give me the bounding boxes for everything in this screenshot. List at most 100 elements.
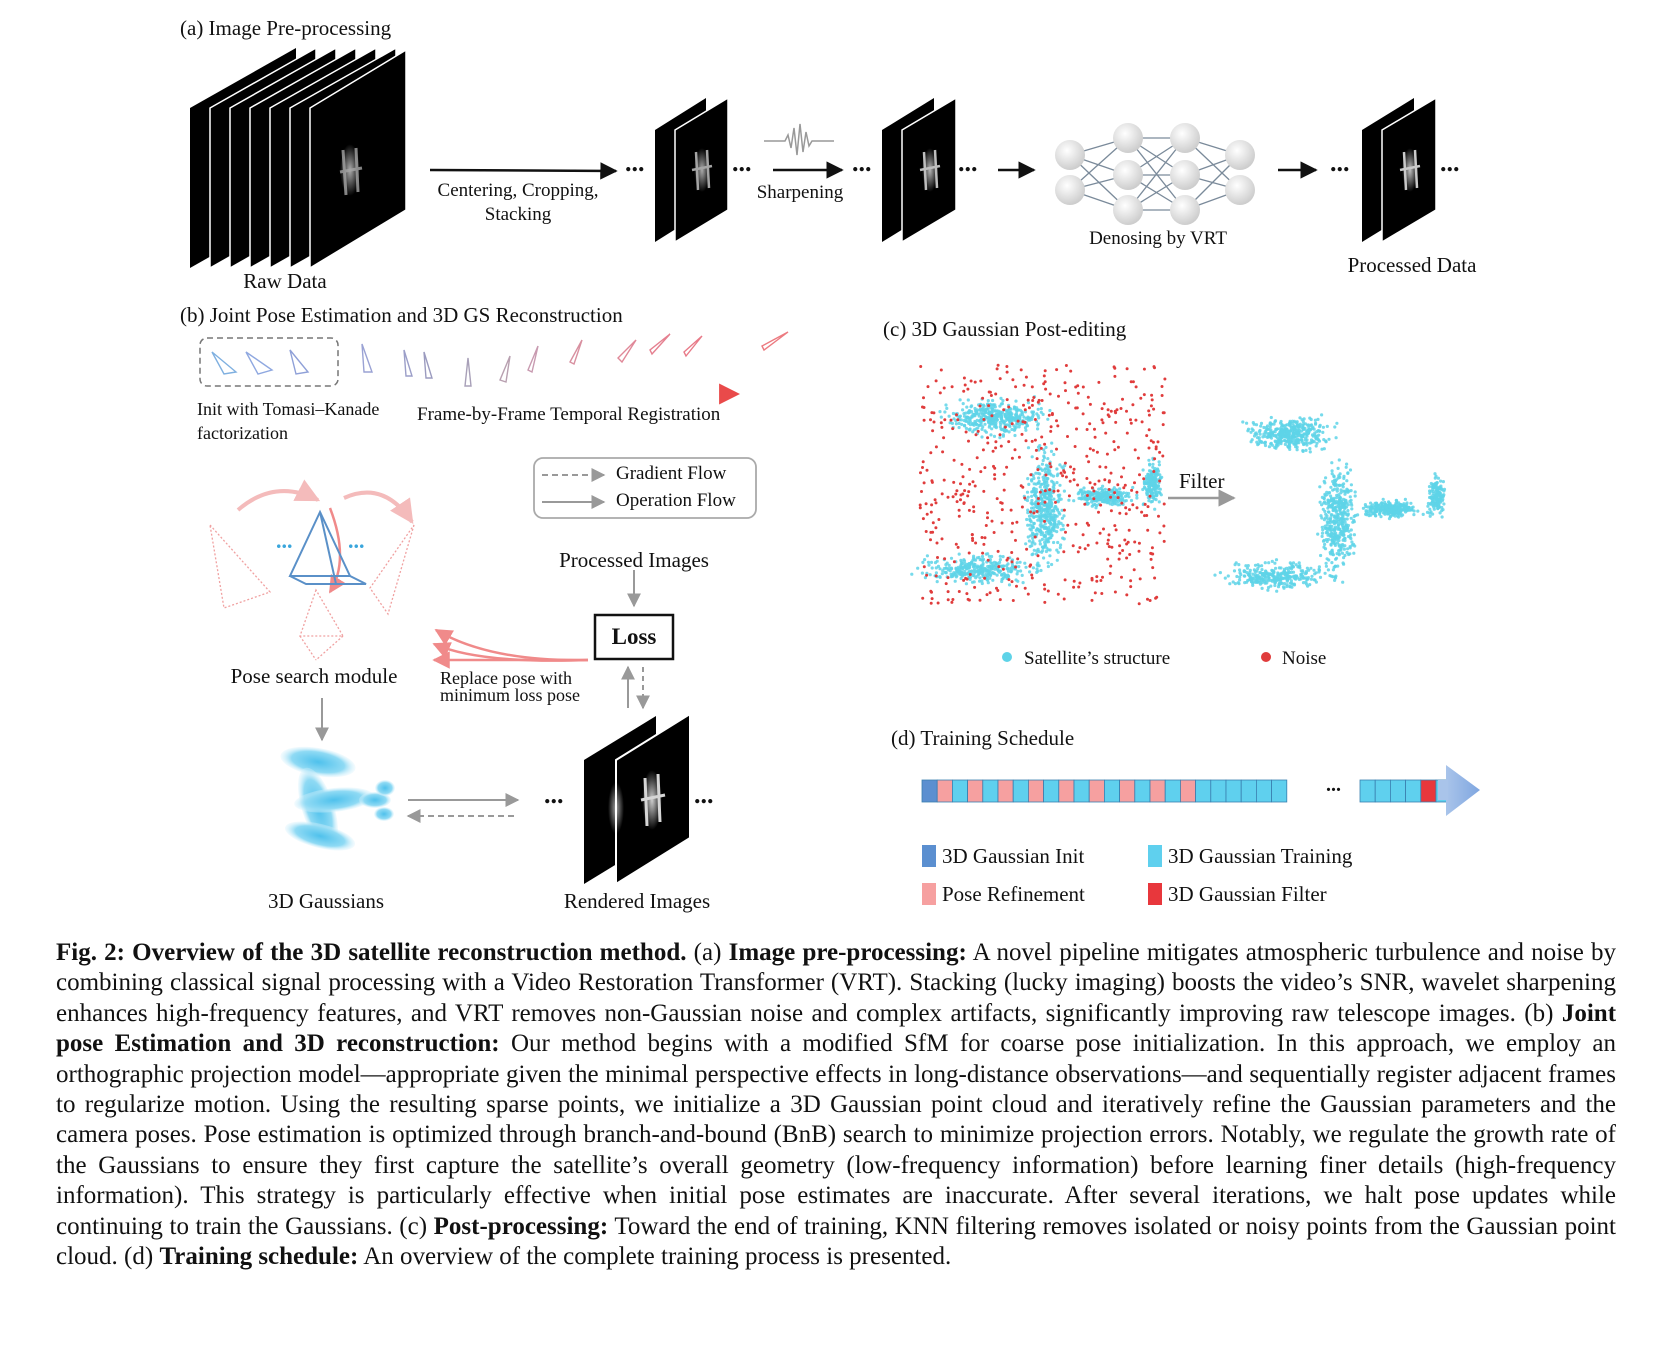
noise-point — [1113, 491, 1117, 495]
noise-point — [1024, 375, 1028, 379]
structure-point — [1387, 500, 1391, 504]
structure-point — [1282, 435, 1286, 439]
structure-point — [1263, 441, 1267, 445]
structure-point — [1361, 506, 1365, 510]
noise-point — [1017, 455, 1021, 459]
structure-point — [981, 411, 985, 415]
noise-point — [924, 502, 928, 506]
structure-point — [1297, 441, 1301, 445]
processed-data-label: Processed Data — [1347, 253, 1477, 277]
noise-point — [1005, 365, 1009, 368]
structure-point — [1345, 487, 1349, 491]
schedule-cell — [1405, 779, 1422, 803]
stack-after-centering — [655, 96, 729, 244]
structure-point — [1427, 485, 1432, 489]
noise-point — [959, 498, 962, 502]
ellipsis-a4: ... — [958, 148, 978, 177]
structure-point — [1335, 516, 1339, 520]
structure-point — [1435, 487, 1439, 491]
structure-point — [1147, 458, 1151, 462]
structure-point — [1276, 571, 1280, 575]
schedule-cell — [967, 779, 984, 803]
noise-point — [1015, 584, 1018, 588]
structure-point — [1252, 422, 1256, 426]
structure-point — [938, 575, 942, 580]
structure-point — [959, 560, 964, 564]
noise-point — [1091, 448, 1095, 452]
noise-point — [1116, 445, 1120, 449]
structure-point — [1297, 565, 1301, 569]
structure-point — [1048, 469, 1052, 473]
structure-point — [1118, 487, 1122, 491]
legend-filter-swatch — [1148, 883, 1162, 905]
noise-point — [1124, 512, 1128, 516]
structure-point — [1286, 434, 1291, 438]
structure-point — [1335, 489, 1339, 493]
structure-point — [947, 563, 951, 568]
noise-point — [1052, 489, 1056, 493]
noise-point — [1086, 395, 1090, 399]
structure-point — [1032, 548, 1036, 552]
structure-point — [1024, 416, 1028, 421]
noise-point — [1036, 468, 1040, 472]
noise-point — [963, 383, 967, 387]
structure-point — [985, 569, 990, 573]
noise-point — [998, 598, 1002, 602]
structure-point — [1316, 532, 1320, 536]
noise-point — [1124, 506, 1128, 510]
structure-point — [1044, 515, 1048, 519]
noise-point — [1062, 508, 1066, 512]
structure-point — [1149, 479, 1153, 483]
structure-point — [980, 579, 984, 583]
structure-point — [1096, 491, 1100, 495]
noise-point — [1029, 473, 1033, 477]
structure-point — [1040, 462, 1044, 466]
noise-point — [1056, 592, 1060, 596]
noise-point — [1066, 435, 1069, 438]
structure-point — [1291, 429, 1295, 433]
structure-point — [1308, 447, 1312, 451]
noise-point — [1146, 597, 1149, 601]
structure-point — [1031, 566, 1035, 570]
structure-point — [1399, 503, 1403, 507]
structure-point — [983, 422, 987, 426]
schedule-cell — [936, 779, 953, 803]
structure-point — [1412, 509, 1416, 513]
structure-point — [1011, 564, 1015, 568]
structure-point — [1055, 507, 1059, 511]
structure-point — [1339, 496, 1343, 500]
noise-point — [940, 537, 944, 541]
pose-left-dots: ... — [276, 528, 293, 553]
noise-point — [943, 557, 947, 561]
noise-point — [951, 495, 955, 499]
loss-label: Loss — [611, 624, 657, 649]
structure-point — [1033, 502, 1037, 506]
structure-point — [1038, 542, 1042, 546]
structure-point — [1036, 471, 1040, 475]
structure-point — [1396, 515, 1401, 519]
panel-a-title: (a) Image Pre-processing — [180, 16, 392, 40]
registration-label: Frame-by-Frame Temporal Registration — [417, 404, 721, 425]
noise-point — [955, 489, 959, 493]
structure-point — [1368, 506, 1372, 510]
noise-point — [1024, 439, 1028, 443]
structure-point — [1045, 497, 1049, 501]
noise-point — [1145, 434, 1149, 438]
structure-point — [1046, 532, 1050, 536]
structure-point — [1330, 531, 1334, 535]
noise-point — [934, 501, 938, 505]
structure-point — [1025, 490, 1030, 494]
noise-point — [1069, 465, 1072, 469]
structure-point — [1333, 536, 1337, 541]
noise-point — [1106, 408, 1110, 412]
structure-point — [1055, 558, 1059, 562]
structure-point — [1295, 445, 1299, 449]
structure-point — [995, 573, 999, 577]
noise-point — [1102, 527, 1105, 531]
noise-point — [1110, 545, 1114, 549]
noise-point — [968, 482, 972, 486]
structure-point — [1336, 466, 1340, 470]
structure-legend-label: Satellite’s structure — [1024, 648, 1171, 669]
caption-d-text: An overview of the complete training pro… — [363, 1243, 952, 1271]
structure-point — [1013, 417, 1018, 421]
